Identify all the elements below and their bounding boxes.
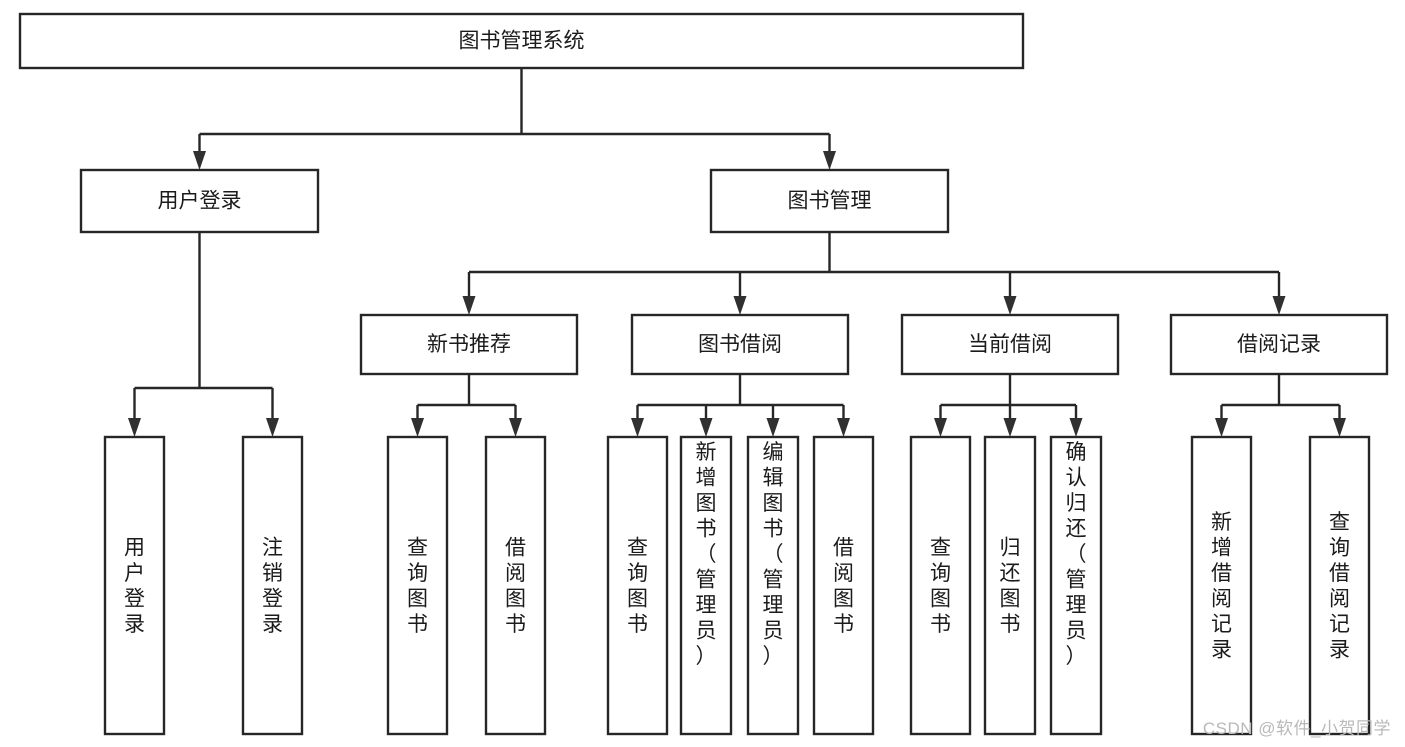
node-root-root[interactable]: 图书管理系统 bbox=[18, 12, 1025, 70]
node-leaf-query-record-box[interactable] bbox=[1308, 435, 1371, 736]
connector-root bbox=[193, 68, 836, 170]
node-l3-current-box[interactable] bbox=[900, 313, 1120, 376]
node-l2-login[interactable]: 用户登录 bbox=[79, 168, 320, 234]
node-layer: 图书管理系统用户登录图书管理新书推荐图书借阅当前借阅借阅记录用户登录注销登录查询… bbox=[18, 12, 1389, 736]
connector-layer bbox=[128, 68, 1346, 437]
node-leaf-borrow-book-1-box[interactable] bbox=[484, 435, 547, 736]
node-leaf-query-book-1[interactable]: 查询图书 bbox=[386, 435, 449, 736]
node-leaf-return-book[interactable]: 归还图书 bbox=[983, 435, 1037, 736]
node-l3-newbook[interactable]: 新书推荐 bbox=[359, 313, 579, 376]
node-leaf-logout-box[interactable] bbox=[241, 435, 304, 736]
node-leaf-query-book-1-label: 查询图书 bbox=[407, 536, 428, 636]
node-leaf-borrow-book-2-box[interactable] bbox=[812, 435, 875, 736]
node-leaf-user-login-label: 用户登录 bbox=[124, 536, 145, 636]
node-l3-records-label: 借阅记录 bbox=[1237, 333, 1321, 356]
node-l3-current[interactable]: 当前借阅 bbox=[900, 313, 1120, 376]
node-l3-borrow[interactable]: 图书借阅 bbox=[630, 313, 850, 376]
node-leaf-query-book-3[interactable]: 查询图书 bbox=[909, 435, 972, 736]
node-leaf-confirm-return-label: 确认归还（管理员） bbox=[1066, 441, 1087, 668]
node-leaf-user-login-box[interactable] bbox=[103, 435, 166, 736]
node-leaf-query-book-2-label: 查询图书 bbox=[627, 536, 648, 636]
node-leaf-borrow-book-2-label: 借阅图书 bbox=[833, 536, 854, 636]
node-leaf-edit-book-label: 编辑图书（管理员） bbox=[763, 441, 784, 668]
node-l3-records[interactable]: 借阅记录 bbox=[1169, 313, 1389, 376]
node-leaf-return-book-box[interactable] bbox=[983, 435, 1037, 736]
node-leaf-query-book-2-box[interactable] bbox=[606, 435, 669, 736]
node-leaf-query-record[interactable]: 查询借阅记录 bbox=[1308, 435, 1371, 736]
node-leaf-logout[interactable]: 注销登录 bbox=[241, 435, 304, 736]
node-root-root-label: 图书管理系统 bbox=[459, 30, 585, 53]
node-leaf-add-book-label: 新增图书（管理员） bbox=[696, 441, 717, 668]
node-leaf-query-book-1-box[interactable] bbox=[386, 435, 449, 736]
connector-newbook bbox=[411, 374, 522, 437]
connector-borrow bbox=[631, 374, 850, 437]
node-l2-login-box[interactable] bbox=[79, 168, 320, 234]
node-l2-bookmgmt-label: 图书管理 bbox=[788, 190, 872, 213]
node-leaf-query-book-2[interactable]: 查询图书 bbox=[606, 435, 669, 736]
node-leaf-confirm-return-box[interactable] bbox=[1049, 435, 1103, 736]
node-root-root-box[interactable] bbox=[18, 12, 1025, 70]
node-leaf-edit-book[interactable]: 编辑图书（管理员） bbox=[746, 435, 800, 736]
node-leaf-add-book-box[interactable] bbox=[679, 435, 733, 736]
connector-records bbox=[1215, 374, 1346, 437]
connector-login bbox=[128, 232, 279, 437]
node-leaf-query-book-3-label: 查询图书 bbox=[930, 536, 951, 636]
node-l3-records-box[interactable] bbox=[1169, 313, 1389, 376]
csdn-watermark: CSDN @软件_小贺同学 bbox=[1202, 719, 1391, 738]
node-l2-login-label: 用户登录 bbox=[158, 190, 242, 213]
node-l3-current-label: 当前借阅 bbox=[968, 333, 1052, 356]
node-leaf-return-book-label: 归还图书 bbox=[1000, 536, 1021, 636]
node-leaf-query-book-3-box[interactable] bbox=[909, 435, 972, 736]
connector-current bbox=[934, 374, 1083, 437]
connector-bookmgmt bbox=[462, 232, 1286, 315]
node-leaf-add-record[interactable]: 新增借阅记录 bbox=[1190, 435, 1253, 736]
node-leaf-add-book[interactable]: 新增图书（管理员） bbox=[679, 435, 733, 736]
node-leaf-logout-label: 注销登录 bbox=[262, 536, 283, 636]
node-l2-bookmgmt[interactable]: 图书管理 bbox=[709, 168, 950, 234]
node-leaf-borrow-book-1[interactable]: 借阅图书 bbox=[484, 435, 547, 736]
node-l2-bookmgmt-box[interactable] bbox=[709, 168, 950, 234]
node-leaf-borrow-book-1-label: 借阅图书 bbox=[505, 536, 526, 636]
node-l3-newbook-box[interactable] bbox=[359, 313, 579, 376]
node-leaf-borrow-book-2[interactable]: 借阅图书 bbox=[812, 435, 875, 736]
node-leaf-confirm-return[interactable]: 确认归还（管理员） bbox=[1049, 435, 1103, 736]
node-leaf-edit-book-box[interactable] bbox=[746, 435, 800, 736]
node-l3-borrow-label: 图书借阅 bbox=[698, 333, 782, 356]
node-leaf-query-record-label: 查询借阅记录 bbox=[1329, 511, 1350, 662]
node-leaf-add-record-label: 新增借阅记录 bbox=[1211, 511, 1232, 662]
node-leaf-add-record-box[interactable] bbox=[1190, 435, 1253, 736]
node-l3-newbook-label: 新书推荐 bbox=[427, 333, 511, 356]
node-leaf-user-login[interactable]: 用户登录 bbox=[103, 435, 166, 736]
node-l3-borrow-box[interactable] bbox=[630, 313, 850, 376]
